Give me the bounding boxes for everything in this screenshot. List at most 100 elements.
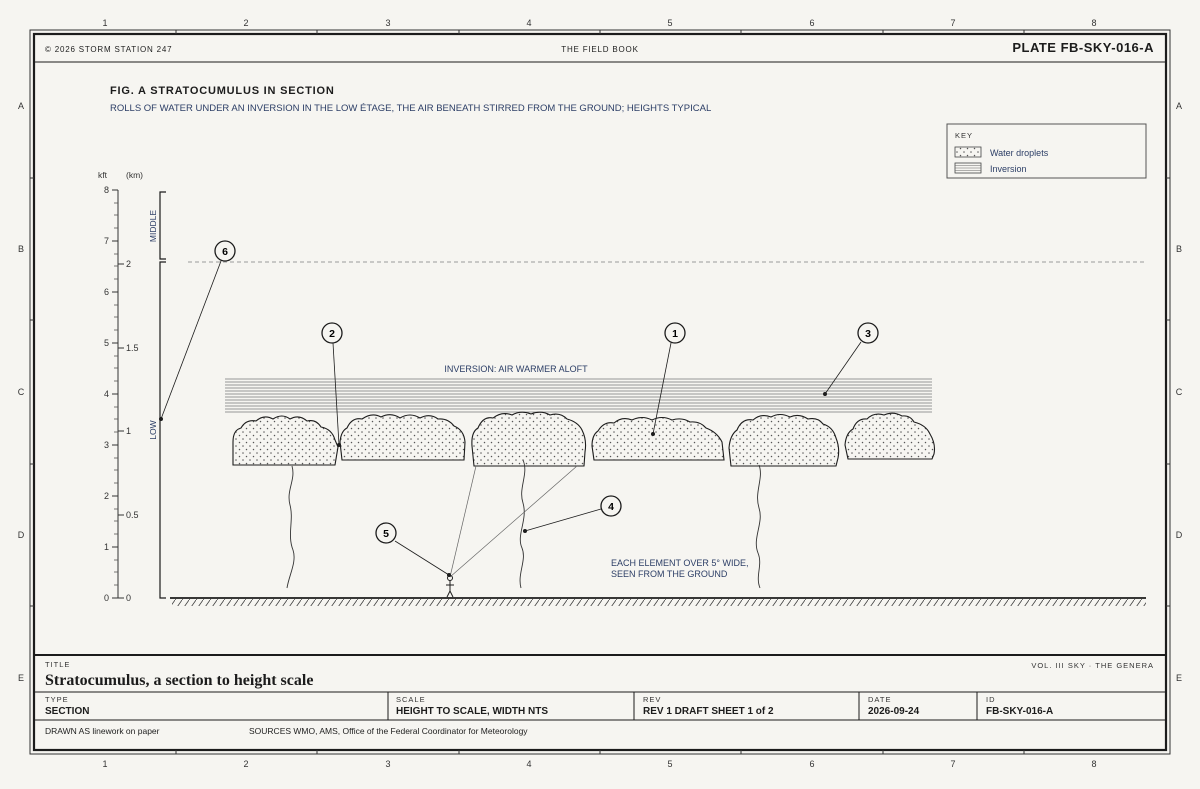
- grid-row-label: D: [1176, 530, 1183, 540]
- sight-line: [449, 465, 477, 578]
- grid-col-label: 7: [950, 759, 955, 769]
- cloud-element: [844, 412, 936, 460]
- kft-tick-label: 7: [104, 236, 109, 246]
- type-label: TYPE: [45, 695, 69, 704]
- grid-col-label: 5: [667, 18, 672, 28]
- kft-tick-label: 8: [104, 185, 109, 195]
- grid-row-label: D: [18, 530, 25, 540]
- grid-col-label: 6: [809, 759, 814, 769]
- cloud-element: [728, 413, 840, 467]
- scale-label: SCALE: [396, 695, 426, 704]
- height-axis: kft (km) 0 1 2 3: [98, 170, 166, 603]
- observer-figure: [446, 465, 578, 598]
- callout-2: 2: [321, 322, 343, 344]
- grid-row-label: A: [18, 101, 24, 111]
- water-droplets-swatch: [954, 146, 982, 158]
- callout-number: 2: [329, 328, 335, 340]
- km-ticks: [118, 263, 124, 599]
- grid-col-label: 4: [526, 18, 531, 28]
- stratocumulus-layer: [232, 411, 936, 467]
- cloud-element: [591, 416, 725, 461]
- row-labels: A B C D E A B C D E: [18, 101, 1183, 683]
- scale-value: HEIGHT TO SCALE, WIDTH NTS: [396, 706, 548, 717]
- km-tick-label: 2: [126, 259, 131, 269]
- kft-tick-label: 1: [104, 542, 109, 552]
- key-title: KEY: [955, 131, 973, 140]
- kft-tick-label: 4: [104, 389, 109, 399]
- grid-row-label: E: [1176, 673, 1182, 683]
- callout-leaders: [160, 260, 862, 576]
- drawn-note: DRAWN AS linework on paper: [45, 726, 160, 736]
- kft-tick-label: 6: [104, 287, 109, 297]
- kft-tick-label: 0: [104, 593, 109, 603]
- kft-tick-label: 3: [104, 440, 109, 450]
- grid-col-label: 4: [526, 759, 531, 769]
- key-legend: KEY Water droplets Inversion: [946, 123, 1147, 179]
- id-value: FB-SKY-016-A: [986, 706, 1053, 717]
- sight-line: [449, 465, 578, 578]
- etage-brackets: [159, 191, 166, 599]
- callout-5: 5: [375, 522, 397, 544]
- etage-low-label: LOW: [148, 420, 158, 439]
- grid-col-label: 3: [385, 759, 390, 769]
- grid-row-label: C: [1176, 387, 1183, 397]
- callout-number: 6: [222, 246, 228, 258]
- grid-row-label: E: [18, 673, 24, 683]
- grid-col-label: 2: [243, 759, 248, 769]
- rev-label: REV: [643, 695, 661, 704]
- grid-row-label: B: [18, 244, 24, 254]
- header-publication: THE FIELD BOOK: [561, 45, 638, 54]
- figure-title: FIG. A STRATOCUMULUS IN SECTION: [110, 85, 335, 97]
- frame-ticks: [30, 30, 1170, 754]
- etage-middle-label: MIDDLE: [148, 210, 158, 242]
- type-value: SECTION: [45, 706, 89, 717]
- km-tick-label: 0: [126, 593, 131, 603]
- grid-col-label: 3: [385, 18, 390, 28]
- title-label: TITLE: [45, 660, 70, 669]
- callout-number: 4: [608, 501, 614, 513]
- inversion-layer: [225, 378, 932, 413]
- cloud-element: [339, 414, 466, 461]
- km-tick-label: 0.5: [126, 510, 139, 520]
- cloud-element: [232, 415, 339, 466]
- grid-col-label: 1: [102, 18, 107, 28]
- kft-tick-label: 2: [104, 491, 109, 501]
- kft-minor-ticks: [114, 202, 118, 586]
- grid-col-label: 8: [1091, 18, 1096, 28]
- grid-col-label: 6: [809, 18, 814, 28]
- ground-hatching: [172, 599, 1146, 606]
- grid-row-label: C: [18, 387, 25, 397]
- drawing-title: Stratocumulus, a section to height scale: [45, 672, 313, 689]
- element-width-note: SEEN FROM THE GROUND: [611, 569, 728, 579]
- callout-1: 1: [664, 322, 686, 344]
- grid-col-label: 8: [1091, 759, 1096, 769]
- figure-subtitle: ROLLS OF WATER UNDER AN INVERSION IN THE…: [110, 103, 711, 114]
- header-copyright: © 2026 STORM STATION 247: [45, 45, 172, 54]
- rev-value: REV 1 DRAFT SHEET 1 of 2: [643, 706, 774, 717]
- thermal-line: [286, 465, 295, 589]
- inner-frame: [32, 32, 1168, 752]
- grid-row-label: B: [1176, 244, 1182, 254]
- kft-tick-label: 5: [104, 338, 109, 348]
- callout-6: 6: [214, 240, 236, 262]
- inversion-label: INVERSION: AIR WARMER ALOFT: [444, 364, 588, 374]
- plate-number: PLATE FB-SKY-016-A: [1012, 40, 1154, 55]
- grid-col-label: 1: [102, 759, 107, 769]
- key-item-label: Inversion: [990, 164, 1027, 174]
- element-width-note: EACH ELEMENT OVER 5° WIDE,: [611, 558, 748, 568]
- inversion-swatch: [954, 162, 982, 174]
- km-unit-label: (km): [126, 170, 143, 180]
- callout-dots: [159, 392, 827, 577]
- column-labels: 1 2 3 4 5 6 7 8 1 2 3 4 5 6 7 8: [102, 18, 1096, 769]
- volume-label: VOL. III SKY · THE GENERA: [1031, 661, 1154, 670]
- cloud-element: [471, 411, 587, 467]
- callout-number: 5: [383, 528, 389, 540]
- km-tick-label: 1.5: [126, 343, 139, 353]
- grid-col-label: 5: [667, 759, 672, 769]
- callout-number: 1: [672, 328, 678, 340]
- thermal-lines: [286, 459, 761, 589]
- grid-col-label: 7: [950, 18, 955, 28]
- title-block: TITLE Stratocumulus, a section to height…: [34, 654, 1166, 736]
- grid-row-label: A: [1176, 101, 1182, 111]
